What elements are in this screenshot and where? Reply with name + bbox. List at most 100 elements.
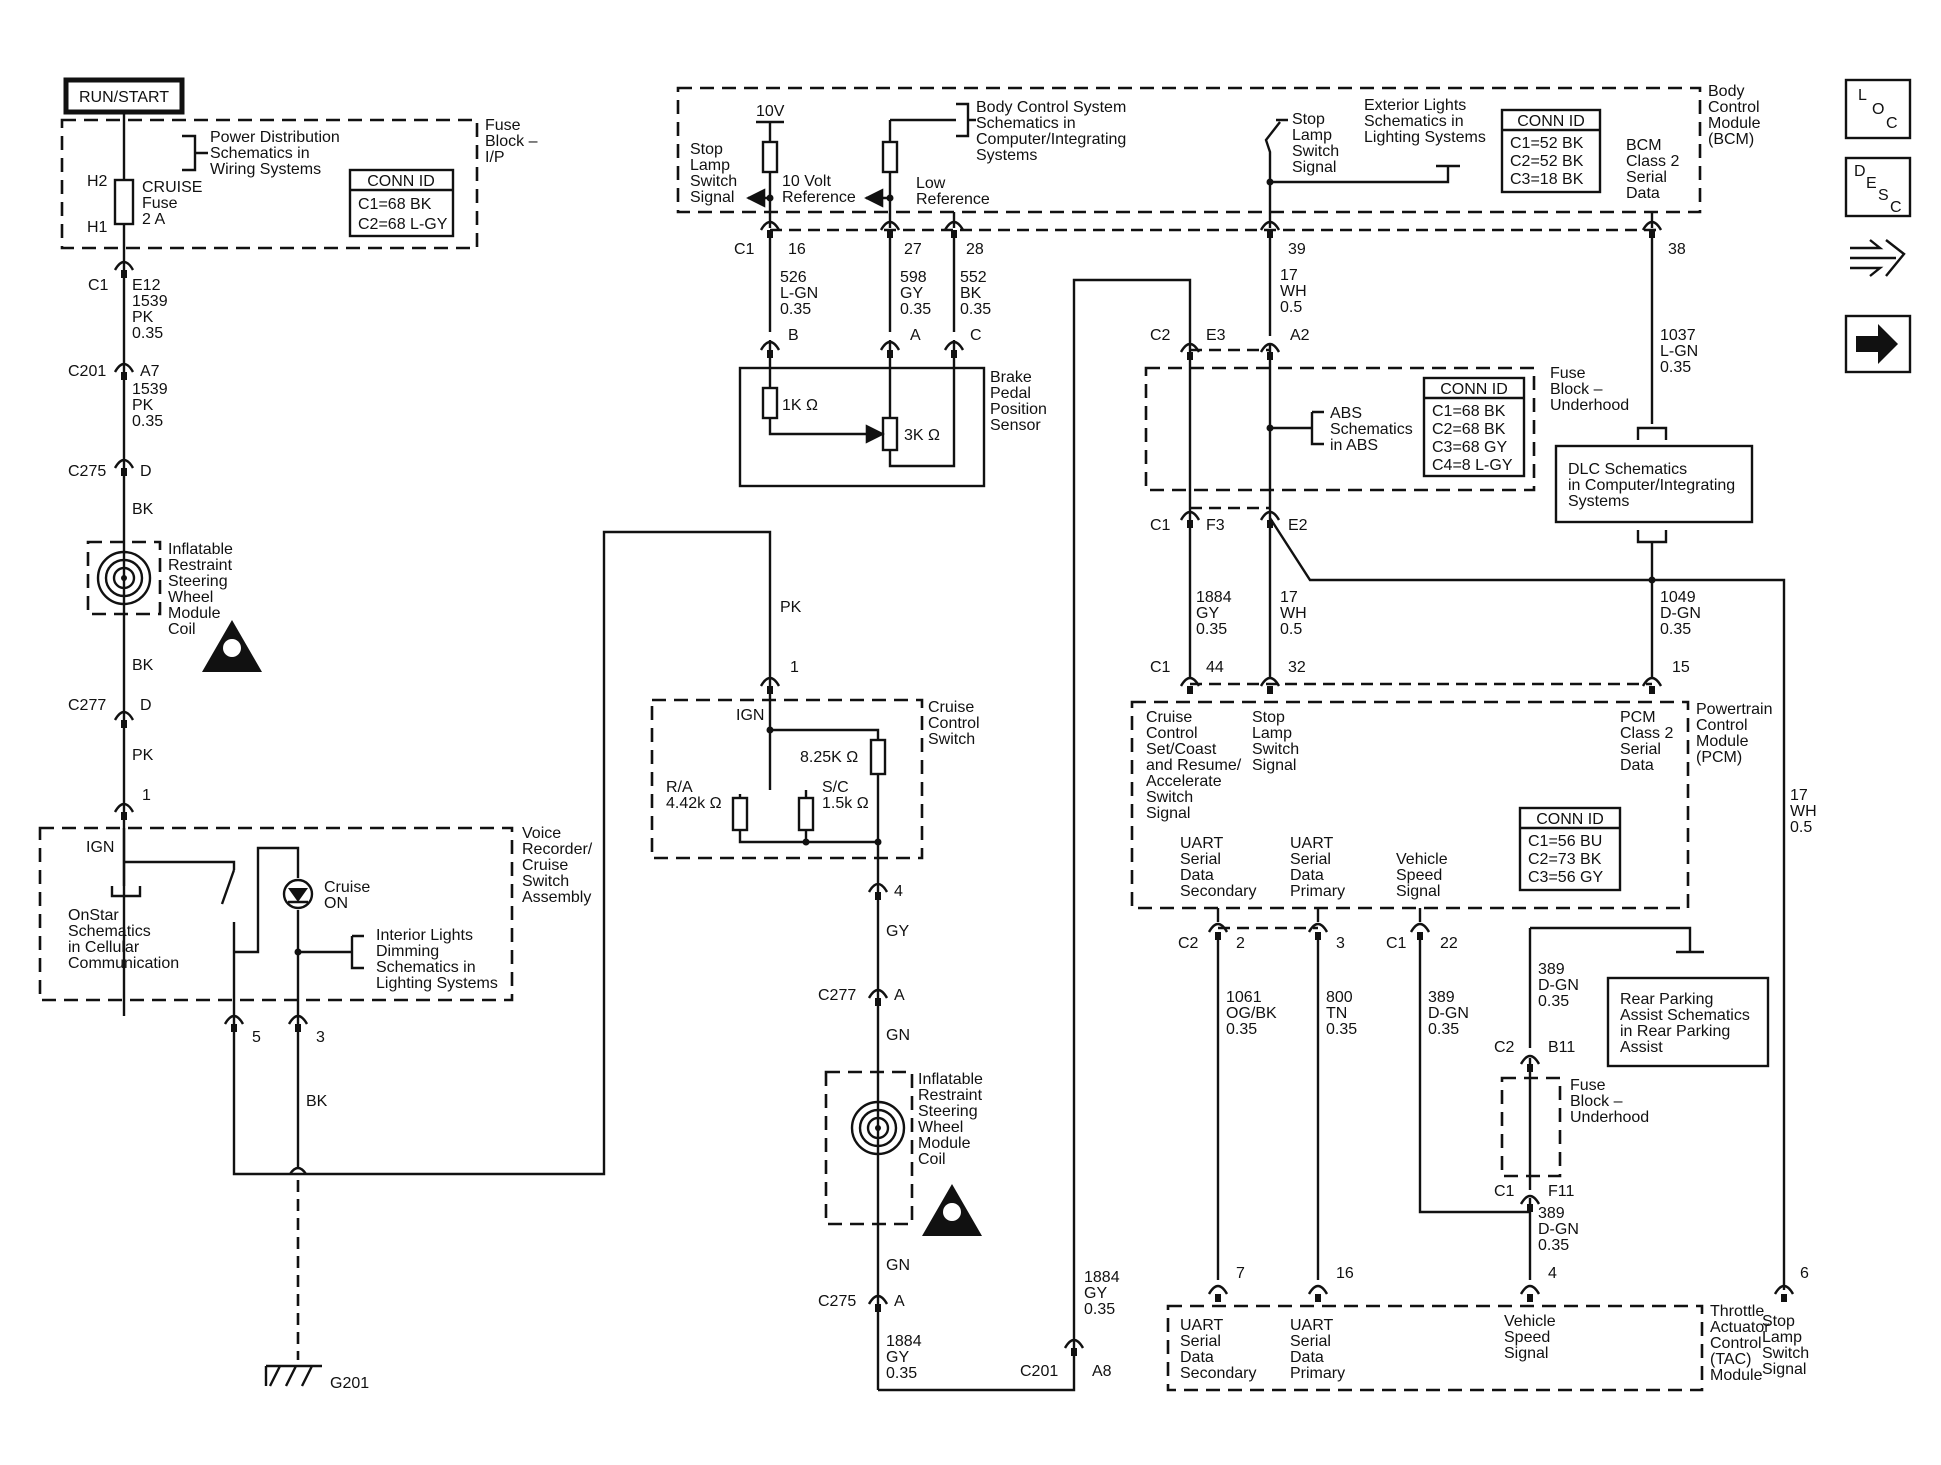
svg-text:1: 1 (790, 659, 799, 676)
arrow-right-button[interactable] (1844, 314, 1912, 374)
connector-pin (1649, 686, 1655, 694)
clockspring-left (86, 540, 162, 616)
svg-text:A8: A8 (1092, 1363, 1112, 1380)
connector-icon[interactable] (1850, 239, 1906, 277)
svg-text:A: A (894, 987, 905, 1004)
svg-text:CONN ID: CONN ID (367, 173, 435, 190)
svg-text:S/C1.5k Ω: S/C1.5k Ω (822, 779, 869, 812)
svg-text:3: 3 (1336, 935, 1345, 952)
connector-terminal (867, 1294, 889, 1305)
connector-terminal (759, 340, 781, 351)
connector-terminal (759, 220, 781, 231)
connector-terminal (1519, 1054, 1541, 1065)
svg-text:C275: C275 (68, 463, 106, 480)
svg-text:1K Ω: 1K Ω (782, 397, 818, 414)
fuse-block-ip (60, 118, 479, 250)
connector-terminal (1063, 1338, 1085, 1349)
location-button[interactable]: LOC (1844, 78, 1912, 140)
connector-pin (875, 892, 881, 900)
connector-pin (1187, 352, 1193, 360)
connector-pin (1187, 520, 1193, 528)
connector-pin (1071, 1348, 1077, 1356)
svg-text:C2: C2 (1178, 935, 1199, 952)
airbag-warning-icon (202, 620, 262, 672)
connector-terminal (943, 340, 965, 351)
clockspring-center (824, 1070, 914, 1226)
connector-terminal (1307, 1284, 1329, 1295)
svg-text:A: A (894, 1293, 905, 1310)
cruise-on-indicator-icon (282, 878, 314, 910)
svg-text:C1=68 BK: C1=68 BK (1432, 403, 1506, 420)
connector-terminal (1641, 220, 1663, 231)
svg-text:PK: PK (780, 599, 802, 616)
svg-text:A7: A7 (140, 363, 160, 380)
svg-text:E12: E12 (132, 277, 161, 294)
svg-text:H1: H1 (87, 219, 108, 236)
connector-terminal (1207, 922, 1229, 933)
svg-text:BK: BK (132, 501, 154, 518)
svg-text:C: C (1886, 115, 1898, 132)
svg-text:3K Ω: 3K Ω (904, 427, 940, 444)
svg-text:BK: BK (132, 657, 154, 674)
svg-text:38: 38 (1668, 241, 1686, 258)
powertrain-control-module (1130, 700, 1690, 910)
connector-terminal (113, 710, 135, 721)
svg-text:BK: BK (306, 1093, 328, 1110)
svg-text:C201: C201 (1020, 1363, 1058, 1380)
cruise-fuse (113, 178, 135, 226)
svg-text:H2: H2 (87, 173, 108, 190)
bcm-conn-id (1500, 108, 1602, 194)
svg-text:C1: C1 (1386, 935, 1407, 952)
svg-text:C2=52 BK: C2=52 BK (1510, 153, 1584, 170)
svg-text:D: D (1854, 163, 1866, 180)
connector-terminal (113, 458, 135, 469)
connector-pin (887, 350, 893, 358)
svg-text:B11: B11 (1548, 1039, 1575, 1056)
connector-terminal (223, 1014, 245, 1025)
connector-pin (1187, 686, 1193, 694)
connector-pin (1267, 686, 1273, 694)
svg-text:C1=52 BK: C1=52 BK (1510, 135, 1584, 152)
connector-pin (121, 468, 127, 476)
svg-text:C277: C277 (818, 987, 856, 1004)
svg-text:3: 3 (316, 1029, 325, 1046)
svg-text:32: 32 (1288, 659, 1306, 676)
connector-terminal (1179, 510, 1201, 521)
svg-text:C1: C1 (1494, 1183, 1515, 1200)
connector-pin (121, 720, 127, 728)
svg-text:IGN: IGN (736, 707, 764, 724)
connector-pin (1649, 230, 1655, 238)
connector-terminal (1259, 510, 1281, 521)
throttle-actuator-control-module (1166, 1304, 1704, 1392)
connector-terminal (1409, 922, 1431, 933)
svg-text:10V: 10V (756, 103, 785, 120)
svg-text:PK: PK (132, 747, 154, 764)
connector-terminal (1179, 676, 1201, 687)
connector-terminal (1307, 922, 1329, 933)
svg-text:L: L (1858, 87, 1867, 104)
svg-text:8.25K Ω: 8.25K Ω (800, 749, 858, 766)
connector-terminal (943, 220, 965, 231)
connector-terminal (113, 802, 135, 813)
